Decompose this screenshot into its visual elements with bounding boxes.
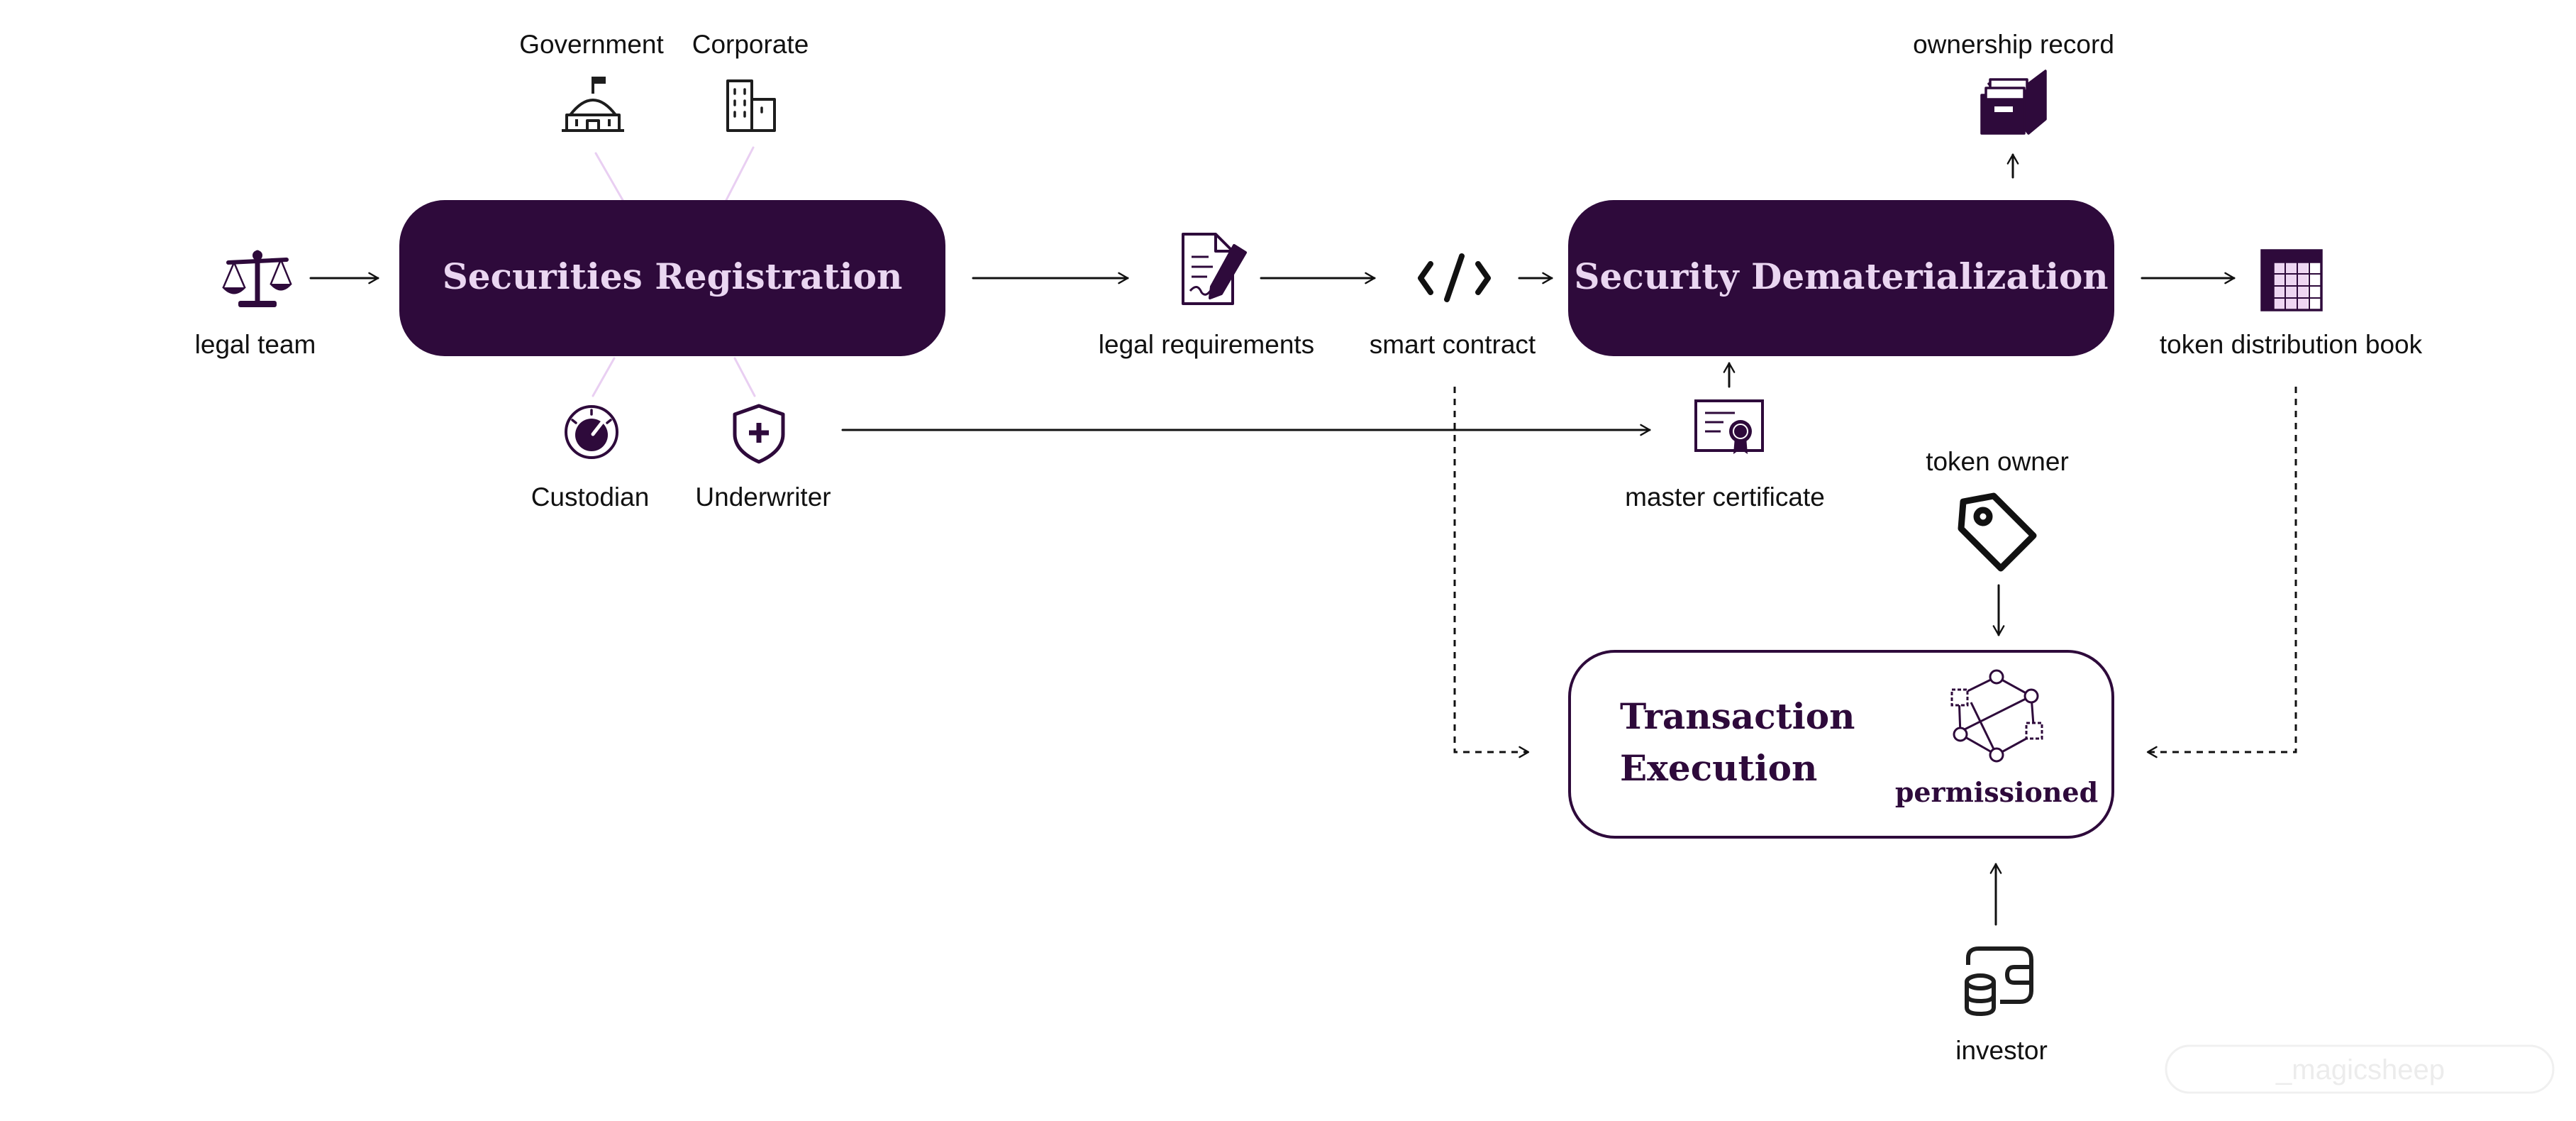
custodian-label: Custodian: [531, 482, 650, 512]
legal-requirements-label: legal requirements: [1099, 330, 1314, 359]
master-certificate-label: master certificate: [1625, 482, 1825, 512]
smart-contract-label: smart contract: [1370, 330, 1536, 359]
archive-box-icon: [1980, 70, 2047, 135]
corporate-label: Corporate: [692, 30, 809, 59]
certificate-icon: [1694, 399, 1764, 454]
dial-icon: [565, 405, 618, 459]
coin-wallet-icon: [1965, 946, 2033, 1016]
office-building-icon: [726, 79, 776, 132]
permissioned-label: permissioned: [1895, 776, 2098, 808]
token-owner-label: token owner: [1926, 447, 2069, 476]
token-distribution-book-label: token distribution book: [2160, 330, 2423, 359]
security-dematerialization-label: Security Dematerialization: [1574, 255, 2108, 297]
transaction-execution-label-line1: Transaction: [1620, 695, 1855, 737]
investor-label: investor: [1955, 1036, 2048, 1065]
securities-registration-label: Securities Registration: [443, 255, 903, 297]
transaction-execution-node[interactable]: Transaction Execution permissioned: [1568, 650, 2114, 839]
dashed-flow-arrows: [1453, 387, 2297, 758]
signed-document-icon: [1182, 233, 1247, 305]
network-graph-icon: [1950, 669, 2043, 763]
watermark: _magicsheep: [2165, 1044, 2555, 1094]
watermark-text: _magicsheep: [2275, 1054, 2445, 1086]
flow-arrows: [309, 153, 2236, 926]
government-building-icon: [562, 77, 624, 132]
dashed-arrow-book-to-transaction: [2146, 387, 2297, 758]
dashed-arrow-contract-to-transaction: [1453, 387, 1530, 758]
entity-connectors: [592, 146, 756, 397]
ledger-grid-icon: [2260, 249, 2323, 311]
government-label: Government: [519, 30, 664, 59]
code-icon: [1418, 253, 1491, 302]
legal-team-label: legal team: [195, 330, 316, 359]
tag-icon: [1958, 492, 2037, 572]
shield-plus-icon: [733, 404, 785, 464]
underwriter-label: Underwriter: [695, 482, 831, 512]
ownership-record-label: ownership record: [1913, 30, 2114, 59]
scales-icon: [222, 250, 292, 307]
security-dematerialization-node[interactable]: Security Dematerialization: [1568, 200, 2114, 356]
transaction-execution-label-line2: Execution: [1620, 747, 1817, 789]
securities-registration-node[interactable]: Securities Registration: [399, 200, 945, 356]
